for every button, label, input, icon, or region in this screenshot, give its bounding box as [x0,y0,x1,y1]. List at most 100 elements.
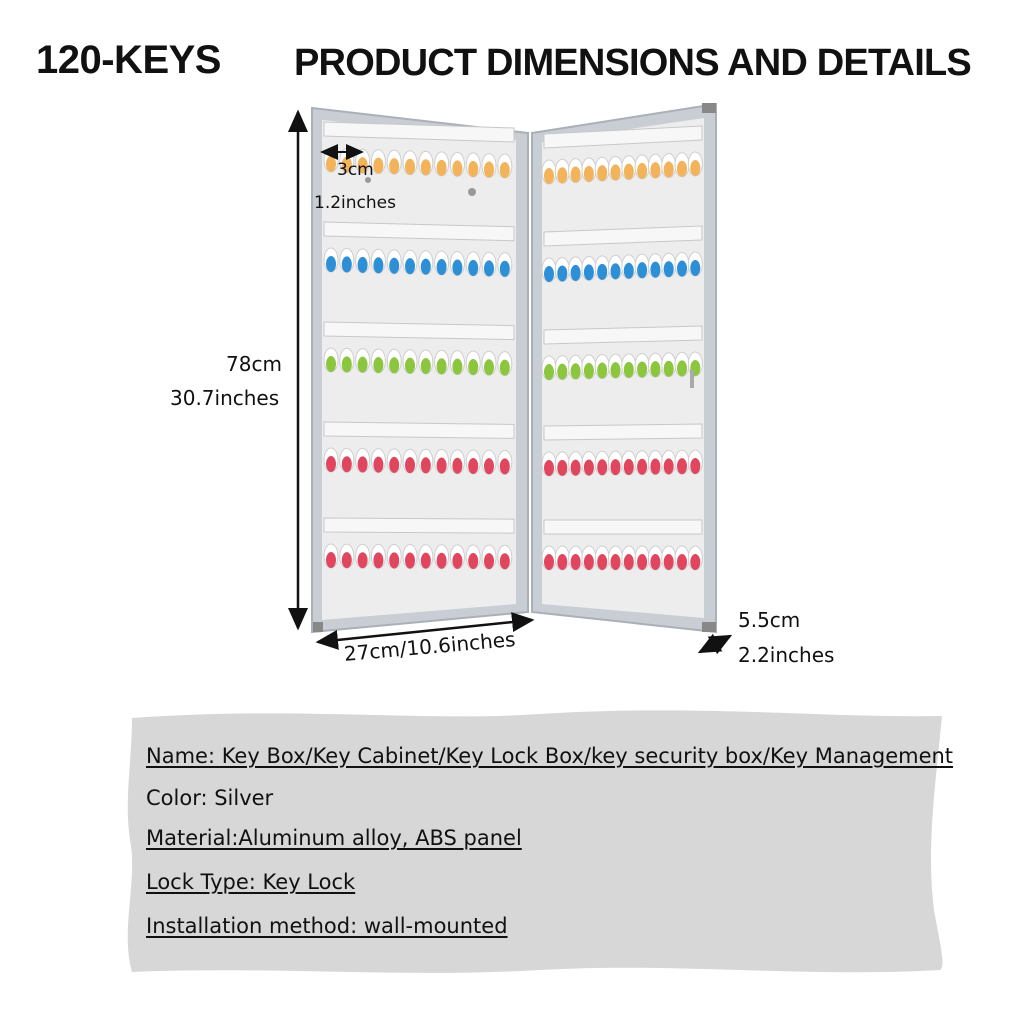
key-tag [637,262,648,279]
key-tag [341,456,352,473]
hook-rail [543,225,703,247]
key-tag [468,259,479,276]
key-tag [570,459,581,476]
key-tag [690,554,701,570]
spec-banner [127,710,943,973]
key-tag [663,554,674,570]
key-tag [389,158,400,175]
spacing-cm-label: 3cm [337,160,374,180]
key-tag [610,263,621,280]
height-in-label: 30.7inches [170,386,280,410]
key-tag [623,554,634,570]
key-tag [389,552,400,569]
key-tag [341,156,352,173]
key-tag [405,457,415,474]
key-tag [637,554,648,570]
key-tag [570,554,581,570]
key-tag [468,160,479,177]
key-tag [650,361,661,378]
key-tag [663,161,674,178]
key-tag [544,460,554,476]
hook-rail [323,321,515,341]
key-tags [323,121,703,571]
key-tag [570,166,581,183]
key-tag [544,364,554,380]
spec-name: Name: Key Box/Key Cabinet/Key Lock Box/k… [146,744,954,768]
key-tag [452,457,463,474]
key-tag [610,164,621,181]
lock-icon [468,188,476,196]
key-tag [357,552,368,569]
key-tag [623,262,634,279]
key-tag [557,459,568,476]
height-cm-label: 78cm [226,352,282,376]
key-tag [597,165,608,182]
key-tag [468,358,479,375]
key-tag [484,359,494,376]
key-tag [499,553,510,570]
key-tag [499,260,510,277]
key-tag [452,358,463,375]
spacing-in-label: 1.2inches [314,193,396,213]
key-tag [583,554,594,570]
spec-material: Material:Aluminum alloy, ABS panel [146,826,522,850]
key-tag [583,264,594,281]
key-tag [610,362,621,379]
key-tag [583,165,594,182]
spec-installation: Installation method: wall-mounted [146,914,508,938]
hook-rail [543,325,703,345]
key-tag [663,458,674,475]
key-tag [420,258,431,275]
key-tag [420,552,431,569]
key-tag [570,363,581,380]
key-tag [389,357,400,374]
key-tag [341,356,352,373]
key-tag [436,358,447,375]
key-tag [544,266,554,282]
key-tag [690,260,701,276]
key-tag [357,157,368,174]
key-tag [677,160,687,177]
key-tag [468,457,479,474]
key-tag [389,456,400,473]
depth-in-label: 2.2inches [738,643,835,667]
key-tag [326,156,336,172]
key-tag [405,357,415,374]
key-tag [544,168,554,184]
key-tag [583,459,594,476]
key-tag [623,163,634,180]
key-tag [557,265,568,282]
keys-count-heading: 120-KEYS [36,38,221,82]
key-tag [650,261,661,278]
key-tag [326,552,336,568]
key-tag [484,458,494,475]
key-tag [677,554,687,570]
key-tag [663,360,674,377]
spec-lock-type: Lock Type: Key Lock [146,870,356,894]
key-tag [357,256,368,273]
key-tag [690,458,701,474]
key-tag [341,552,352,569]
key-tag [597,362,608,379]
lock-icon [365,177,371,183]
key-tag [484,553,494,570]
key-tag [405,258,415,275]
key-tag [357,356,368,373]
key-tag [373,356,384,373]
key-tag [326,456,336,472]
key-tag [583,362,594,379]
key-tag [420,457,431,474]
door-latch [690,370,694,388]
key-tag [610,459,621,476]
key-tag [690,160,701,176]
key-tag [623,361,634,378]
key-tag [326,256,336,272]
key-tag [610,554,621,570]
key-tag [597,459,608,476]
key-tag [557,167,568,184]
key-tag [436,159,447,176]
key-tag [420,357,431,374]
key-tag [650,162,661,179]
key-tag [373,157,384,174]
